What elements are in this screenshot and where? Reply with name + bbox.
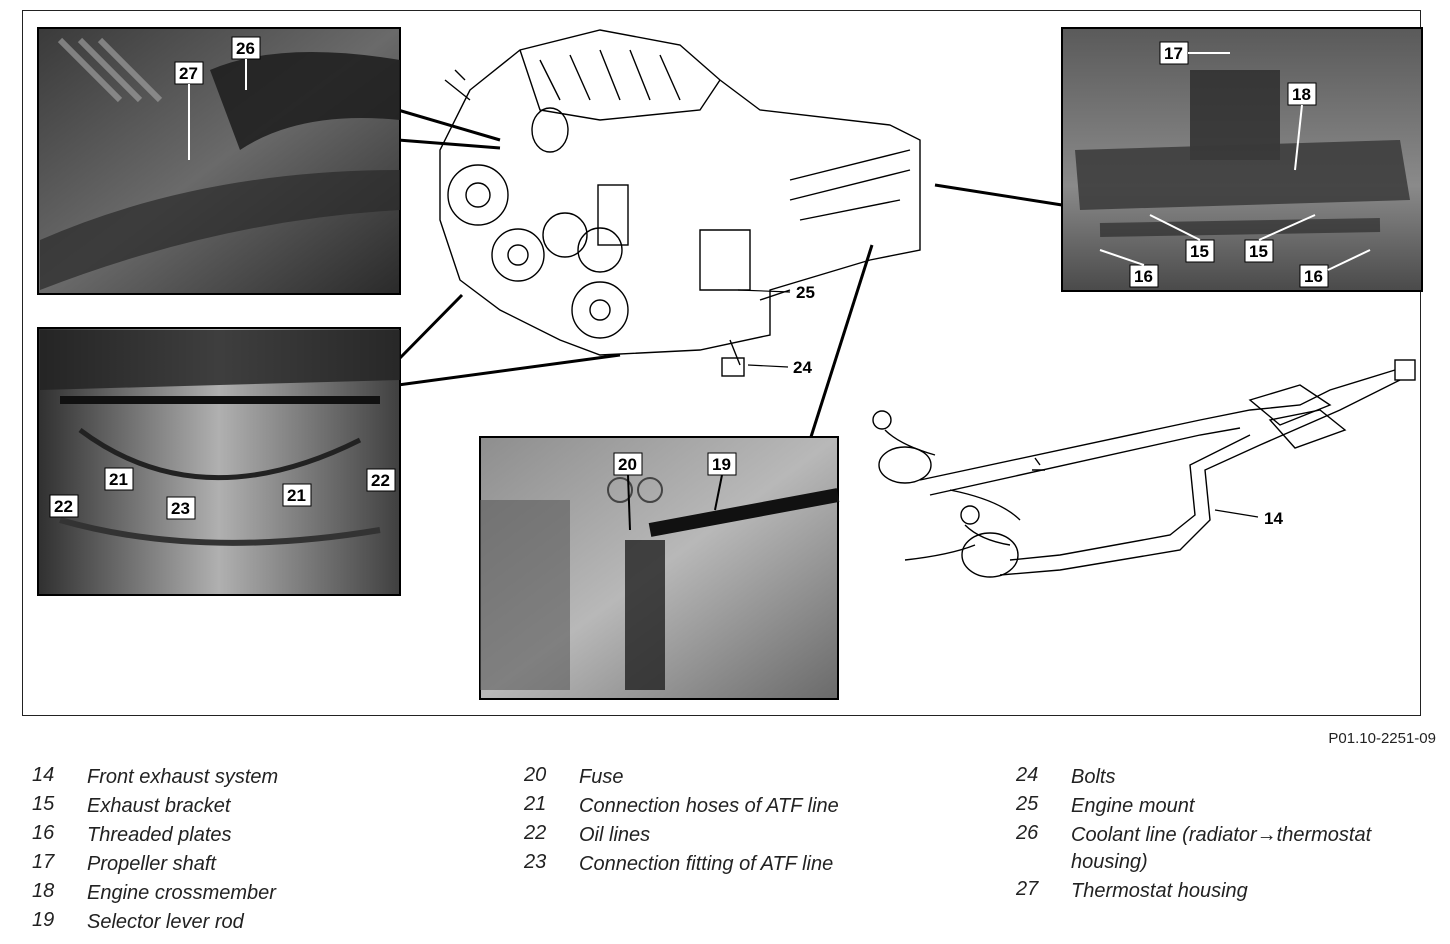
legend-number: 14 bbox=[32, 764, 55, 786]
photo-label: 23 bbox=[171, 499, 190, 518]
photo-label: 26 bbox=[236, 39, 255, 58]
photo-label: 21 bbox=[287, 486, 306, 505]
legend-number: 23 bbox=[524, 851, 547, 873]
photo-label: 19 bbox=[712, 455, 731, 474]
photo-label: 20 bbox=[618, 455, 637, 474]
callout-label: 25 bbox=[796, 283, 815, 302]
photo-label: 21 bbox=[109, 470, 128, 489]
legend-number: 17 bbox=[32, 851, 55, 873]
legend-text: Front exhaust system bbox=[87, 766, 279, 788]
photo-label: 18 bbox=[1292, 85, 1311, 104]
legend-text: Engine crossmember bbox=[87, 882, 276, 904]
legend-number: 19 bbox=[32, 909, 55, 931]
callout-label: 24 bbox=[793, 358, 812, 377]
legend-text: Oil lines bbox=[579, 824, 651, 846]
legend-number: 21 bbox=[524, 793, 547, 815]
legend-text: Connection fitting of ATF line bbox=[579, 853, 834, 875]
photo-label: 16 bbox=[1304, 267, 1323, 286]
legend-number: 15 bbox=[32, 793, 55, 815]
photo-label: 15 bbox=[1190, 242, 1209, 261]
legend-number: 24 bbox=[1016, 764, 1039, 786]
legend-text: Threaded plates bbox=[87, 824, 232, 846]
legend-number: 25 bbox=[1016, 793, 1039, 815]
legend-text: Selector lever rod bbox=[87, 911, 244, 933]
exhaust-drawing bbox=[872, 359, 1416, 578]
figure-code: P01.10-2251-09 bbox=[1328, 730, 1436, 747]
legend-text: Bolts bbox=[1071, 766, 1116, 788]
legend-text: Connection hoses of ATF line bbox=[579, 795, 839, 817]
legend-text: Engine mount bbox=[1071, 795, 1195, 817]
legend-text: Propeller shaft bbox=[87, 853, 216, 875]
photo-selector-lever: 20 19 bbox=[479, 436, 840, 700]
legend-number: 26 bbox=[1016, 822, 1039, 844]
legend-number: 22 bbox=[524, 822, 547, 844]
photo-engine-crossmember: 17 18 15 15 16 16 bbox=[1061, 27, 1423, 292]
legend-number: 20 bbox=[524, 764, 547, 786]
photo-label: 22 bbox=[54, 497, 73, 516]
callout-label: 14 bbox=[1264, 509, 1283, 528]
legend-text: Fuse bbox=[579, 766, 624, 788]
legend-text: Coolant line (radiator→thermostat housin… bbox=[1071, 824, 1372, 873]
photo-thermostat-housing: 27 26 bbox=[37, 27, 401, 295]
photo-label: 17 bbox=[1164, 44, 1183, 63]
photo-oil-lines: 21 21 22 22 23 bbox=[37, 327, 401, 596]
legend-number: 18 bbox=[32, 880, 55, 902]
callout-leaders bbox=[737, 289, 1259, 518]
legend-number: 27 bbox=[1016, 878, 1039, 900]
photo-label: 22 bbox=[371, 471, 390, 490]
photo-label: 15 bbox=[1249, 242, 1268, 261]
legend-number: 16 bbox=[32, 822, 55, 844]
legend-text: Thermostat housing bbox=[1071, 880, 1248, 902]
engine-drawing bbox=[439, 29, 921, 377]
photo-label: 27 bbox=[179, 64, 198, 83]
legend-text: Exhaust bracket bbox=[87, 795, 231, 817]
leader-lines bbox=[396, 108, 1063, 441]
photo-label: 16 bbox=[1134, 267, 1153, 286]
